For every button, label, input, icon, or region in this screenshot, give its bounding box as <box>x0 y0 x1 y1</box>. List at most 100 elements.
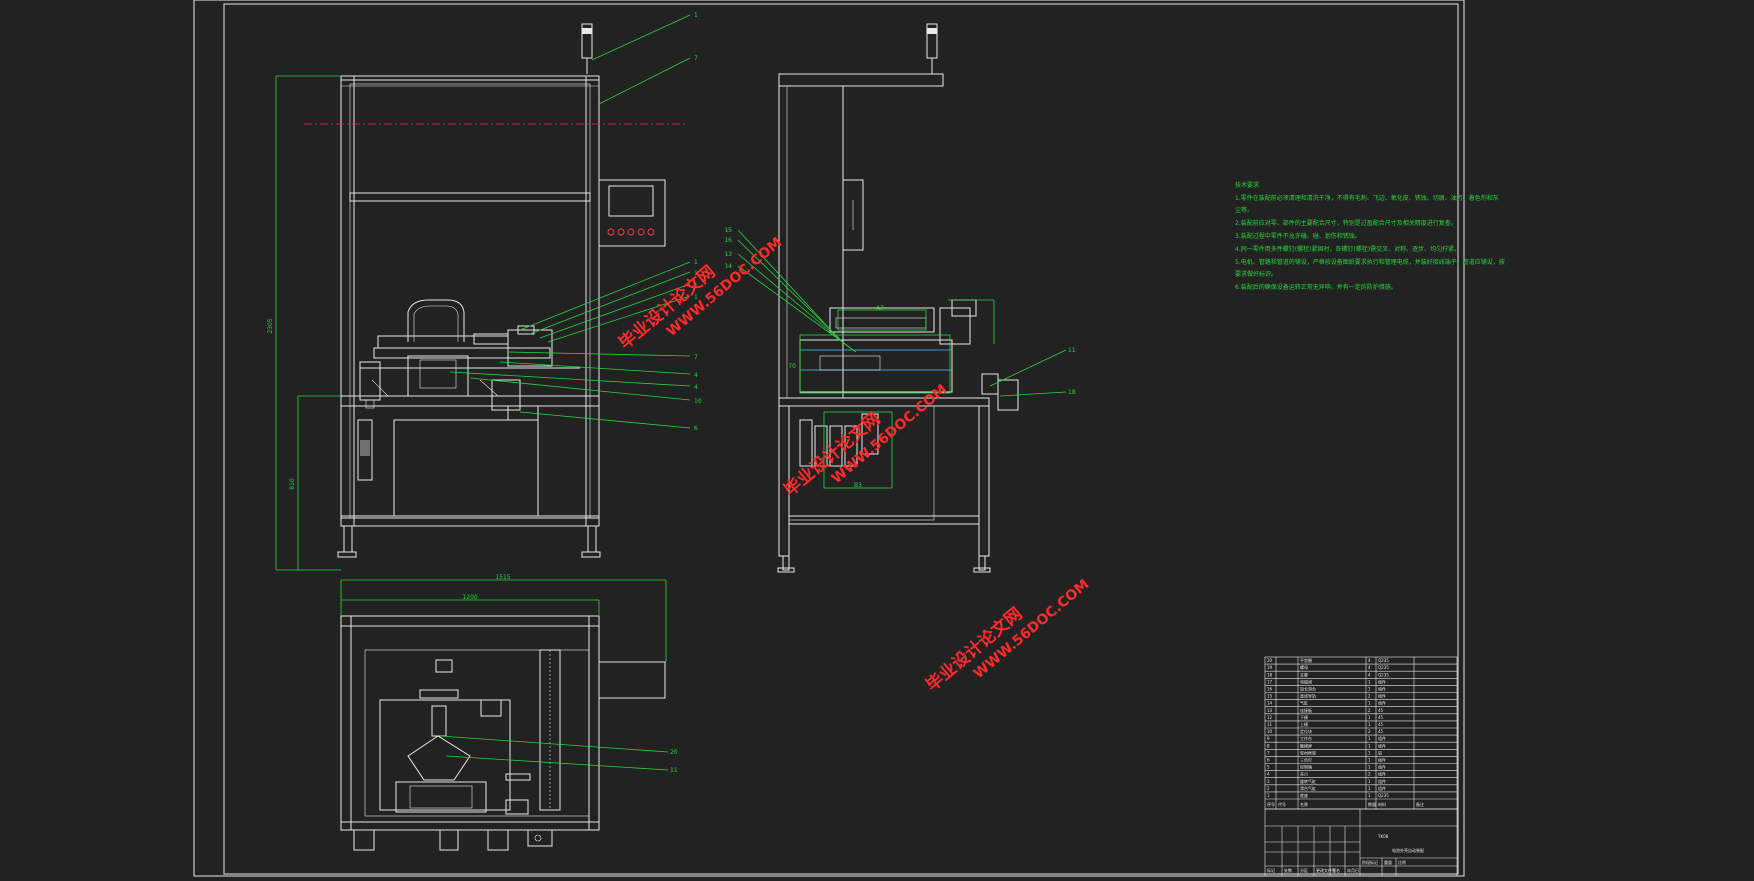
balloon-front-4: 1 <box>694 270 698 277</box>
balloon-front-7: 7 <box>694 354 698 361</box>
parts-list-header-cell: 数量 <box>1368 801 1376 807</box>
parts-list-header-cell: 备注 <box>1416 801 1424 807</box>
dim-plan-overall: 1515 <box>495 574 510 581</box>
parts-list-cell: 1 <box>1368 743 1371 748</box>
parts-list-row: 18 支脚 4 Q235 <box>1265 671 1457 679</box>
parts-list-cell: 1 <box>1368 750 1371 755</box>
parts-list-cell: 4 <box>1368 672 1371 677</box>
notes-line-4: 3.装配过程中零件不允许磕、碰、划伤和锈蚀。 <box>1235 232 1361 240</box>
parts-list-cell: 2 <box>1368 694 1371 699</box>
parts-list-cell: 气缸 <box>1300 700 1308 706</box>
tb-label-sign: 签名 <box>1332 867 1340 873</box>
parts-list-cell: 螺母 <box>1300 664 1308 670</box>
parts-list-cell: 支脚 <box>1300 671 1308 677</box>
title-block-frame <box>1264 808 1458 877</box>
drawing-code: TK08 <box>1377 834 1389 839</box>
balloon-side-11: 11 <box>1068 347 1076 354</box>
parts-list-cell: 1 <box>1368 715 1371 720</box>
parts-list-header-cell: 代号 <box>1278 801 1286 807</box>
parts-list-row: 8 触摸屏 1 组件 <box>1265 742 1457 750</box>
notes-line-8: 6.装配后的确保设备运转正常无异响，并有一定的防护措施。 <box>1235 283 1397 291</box>
parts-list-cell: 8 <box>1267 743 1270 748</box>
balloon-front-11: 6 <box>694 425 698 432</box>
parts-list-cell: 连接板 <box>1300 707 1312 713</box>
parts-list-cell: 10 <box>1267 729 1273 734</box>
balloon-front-10: 10 <box>694 398 702 405</box>
notes-line-3: 2.装配前应对零、部件的主要配合尺寸，特别是过盈配合尺寸及相关精度进行复查。 <box>1235 219 1457 227</box>
parts-list-cell: 45 <box>1378 729 1384 734</box>
parts-list-cell: 工作台 <box>1300 735 1312 741</box>
tb-label-date: 年月日 <box>1347 867 1359 873</box>
parts-list-cell: 三色灯 <box>1300 757 1312 763</box>
parts-list-cell: 1 <box>1368 758 1371 763</box>
plan-view <box>340 615 666 851</box>
parts-list-cell: 底座 <box>1300 792 1308 798</box>
sheet-inner-border <box>223 3 1459 875</box>
parts-list-cell: 1 <box>1267 793 1270 798</box>
dim-side-height: 70 <box>788 363 796 370</box>
parts-list-cell: Q235 <box>1378 672 1389 677</box>
plan-view-annotations: 1515 1200 20 11 <box>340 574 678 774</box>
notes-line-7: 要求做好标识。 <box>1235 270 1277 278</box>
parts-list-frame <box>1264 656 1458 810</box>
parts-list-cell: 19 <box>1267 665 1273 670</box>
parts-list-cell: 12 <box>1267 715 1273 720</box>
balloon-side-13: 13 <box>724 251 732 258</box>
parts-list-cell: 2 <box>1368 772 1371 777</box>
parts-list-cell: 夹爪 <box>1300 771 1308 777</box>
dim-plan-frame: 1200 <box>462 594 477 601</box>
parts-list-cell: 17 <box>1267 679 1273 684</box>
parts-list-cell: Q235 <box>1378 658 1389 663</box>
parts-list-cell: 18 <box>1267 672 1273 677</box>
balloon-front-3: 1 <box>694 259 698 266</box>
balloon-front-2: 7 <box>694 55 698 62</box>
technical-notes: 技术要求 1.零件在装配前必须清理和清洗干净，不得有毛刺、飞边、氧化皮、锈蚀、切… <box>1235 181 1505 291</box>
side-view-annotations: A7 70 B3 15 16 13 14 11 18 <box>724 227 1075 489</box>
notes-line-1: 1.零件在装配前必须清理和清洗干净，不得有毛刺、飞边、氧化皮、锈蚀、切屑、油污、… <box>1235 194 1499 202</box>
parts-list-cell: 3 <box>1267 779 1270 784</box>
front-view-leaders: 1 7 1 1 1 1 7 4 4 10 6 <box>449 12 702 432</box>
parts-list-cell: 下模 <box>1300 714 1308 720</box>
parts-list-cell: 4 <box>1368 658 1371 663</box>
parts-list-cell: 2 <box>1368 708 1371 713</box>
parts-list-cell: 组件 <box>1378 742 1386 748</box>
parts-list-cell: 5 <box>1267 765 1270 770</box>
notes-line-5: 4.同一零件用多件螺钉(螺栓)紧固时，各螺钉(螺栓)需交叉、对称、逐步、均匀拧紧… <box>1235 245 1460 253</box>
parts-list-cell: 20 <box>1267 658 1273 663</box>
tb-label-stage: 阶段标记 <box>1362 859 1378 865</box>
parts-list-cell: 15 <box>1267 694 1273 699</box>
tb-label-count: 处数 <box>1284 867 1292 873</box>
drawing-name: 电池外壳自动装配 <box>1392 847 1424 853</box>
parts-list-cell: 2 <box>1267 786 1270 791</box>
parts-list-cell: 1 <box>1368 736 1371 741</box>
tb-label-scale: 比例 <box>1398 859 1406 865</box>
parts-list-cell: 7 <box>1267 750 1270 755</box>
parts-list-cell: 触摸屏 <box>1300 742 1312 748</box>
balloon-front-9: 4 <box>694 384 698 391</box>
watermark-3: 毕业设计论文网 WWW.56DOC.COM <box>922 577 1093 696</box>
parts-list-cell: 4 <box>1368 665 1371 670</box>
parts-list-header-cell: 名称 <box>1300 801 1308 807</box>
balloon-side-14: 14 <box>724 263 732 270</box>
parts-list-cell: 组件 <box>1378 778 1386 784</box>
balloon-plan-11: 11 <box>670 767 678 774</box>
tb-label-weight: 重量 <box>1384 859 1392 865</box>
dim-front-height: 2305 <box>267 318 274 333</box>
parts-list-cell: 型材框架 <box>1300 749 1316 755</box>
parts-list-cell: 1 <box>1368 765 1371 770</box>
parts-list-cell: 旋转气缸 <box>1300 778 1316 784</box>
